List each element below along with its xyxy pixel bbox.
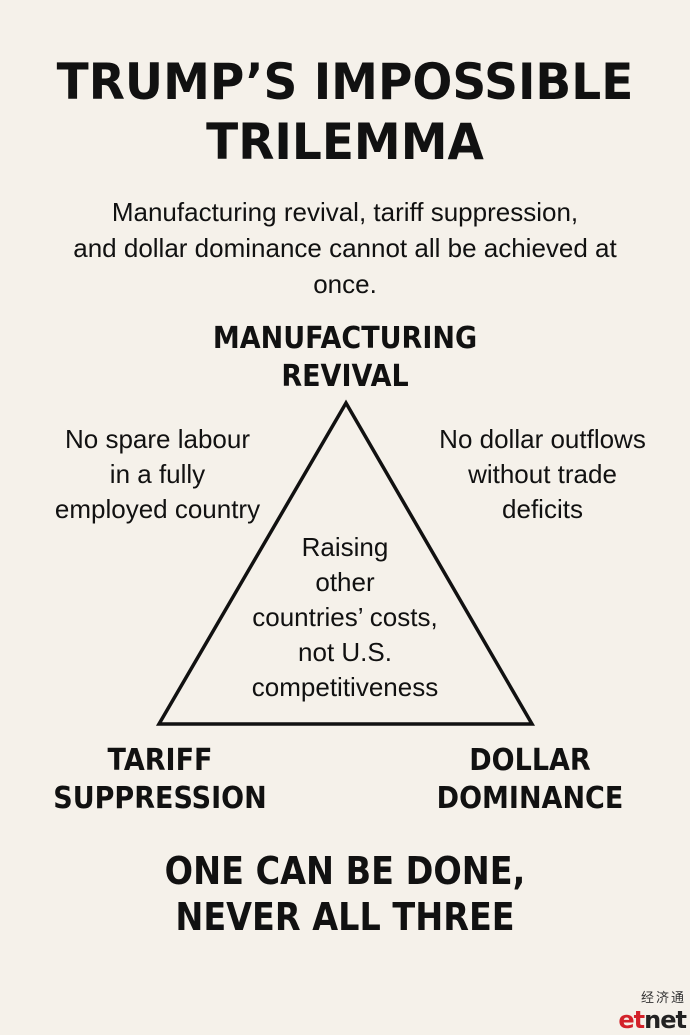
side-label-left: No spare labour in a fully employed coun… — [30, 422, 285, 527]
vertex-top-line-1: MANUFACTURING — [212, 321, 478, 356]
side-left-line-1: No spare labour — [65, 424, 250, 454]
triangle-outline — [155, 399, 536, 726]
side-right-line-3: deficits — [502, 494, 583, 524]
conclusion-line-1: ONE CAN BE DONE, — [164, 849, 526, 893]
conclusion: ONE CAN BE DONE, NEVER ALL THREE — [41, 848, 648, 940]
center-line-1: Raising — [301, 532, 389, 562]
page-title: TRUMP’S IMPOSSIBLE TRILEMMA — [21, 52, 670, 172]
conclusion-line-2: NEVER ALL THREE — [175, 895, 515, 939]
subtitle-line-3: once. — [313, 269, 377, 299]
vertex-dollar-dominance: DOLLAR DOMINANCE — [386, 742, 674, 818]
etnet-logo: 经济通 etnet — [618, 991, 687, 1034]
vertex-left-line-1: TARIFF — [107, 743, 213, 778]
title-line-2: TRILEMMA — [206, 113, 484, 171]
title-line-1: TRUMP’S IMPOSSIBLE — [56, 53, 634, 111]
vertex-top-line-2: REVIVAL — [281, 359, 409, 394]
vertex-tariff-suppression: TARIFF SUPPRESSION — [16, 742, 304, 818]
side-left-line-2: in a fully — [109, 459, 206, 489]
vertex-manufacturing-revival: MANUFACTURING REVIVAL — [165, 320, 525, 396]
side-right-line-2: without trade — [468, 459, 617, 489]
vertex-right-line-2: DOMINANCE — [436, 781, 624, 816]
subtitle-line-1: Manufacturing revival, tariff suppressio… — [111, 197, 579, 227]
side-right-line-1: No dollar outflows — [439, 424, 646, 454]
side-label-right: No dollar outflows without trade deficit… — [415, 422, 670, 527]
center-line-2: other — [315, 567, 375, 597]
center-line-5: competitiveness — [251, 672, 439, 702]
vertex-right-line-1: DOLLAR — [469, 743, 591, 778]
vertex-left-line-2: SUPPRESSION — [53, 781, 267, 816]
side-left-line-3: employed country — [54, 494, 261, 524]
center-line-3: countries’ costs, — [252, 602, 438, 632]
subtitle: Manufacturing revival, tariff suppressio… — [30, 194, 660, 302]
subtitle-line-2: and dollar dominance cannot all be achie… — [73, 233, 617, 263]
logo-et: et — [618, 1006, 645, 1034]
logo-chinese-text: 经济通 — [640, 991, 686, 1006]
center-line-4: not U.S. — [298, 637, 392, 667]
center-label: Raising other countries’ costs, not U.S.… — [220, 530, 470, 705]
logo-wordmark: etnet — [618, 1006, 687, 1034]
logo-net: net — [644, 1006, 687, 1034]
